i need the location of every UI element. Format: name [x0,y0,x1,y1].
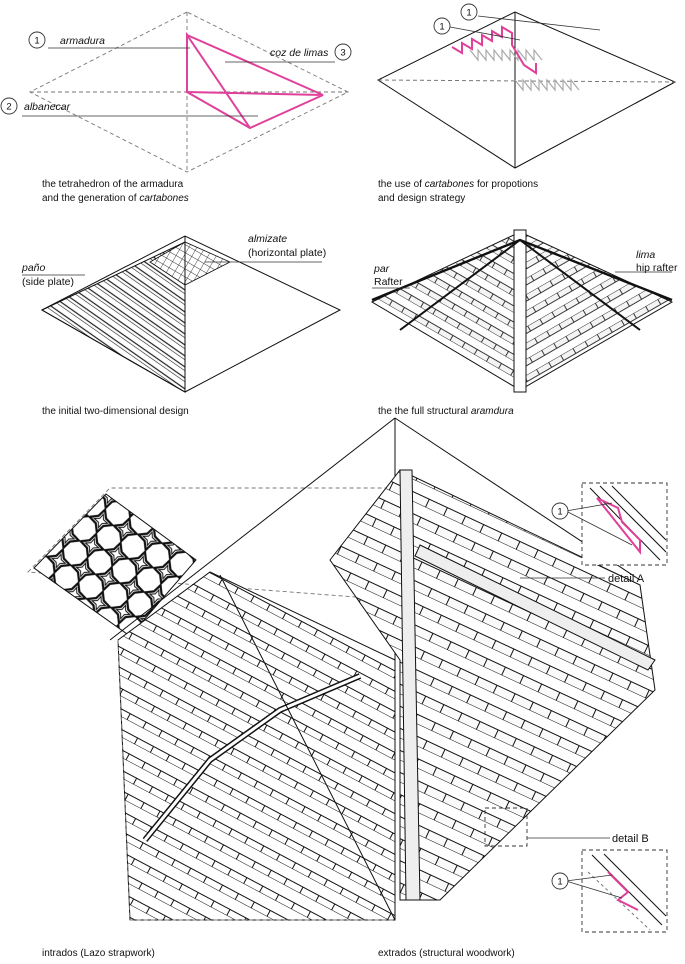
panel-tetrahedron: 1 armadura 3 coz de limas 2 albanecar th… [0,11,352,204]
lazo-side-plate [117,571,396,921]
callout-number: 2 [6,102,11,113]
label-par: par [373,263,390,275]
callout-3: 3 [334,43,352,61]
caption-intrados: intrados (Lazo strapwork) [42,948,155,959]
panel-cartabones: 1 1 the use of cartabones for propotions… [376,3,677,204]
panel-exploded: detail A detail B 1 [27,417,668,959]
leader-lines-p3 [22,261,322,276]
label-pano-sub: (side plate) [22,276,74,288]
callout-1: 1 [28,31,46,49]
lazo-almizate-pattern [33,493,197,637]
leader-lines-p1 [22,47,335,117]
panel-full-structure: par Rafter lima hip rafter the the full … [370,229,678,417]
pyramid-solid [376,11,677,169]
extrados-hip-rafter [399,469,421,901]
label-almizate-sub: (horizontal plate) [248,247,326,259]
callout-number: 1 [34,36,39,47]
label-almizate: almizate [248,233,287,245]
label-armadura: armadura [60,35,105,47]
label-pano: paño [21,262,46,274]
callout-2: 2 [0,97,18,115]
detail-b-marker [484,807,528,847]
callout-number: 3 [340,48,345,59]
callout-number: 1 [557,507,562,518]
caption-p3: the initial two-dimensional design [42,406,189,417]
cartabon-sawtooth-pink [451,25,537,75]
detail-b-inset: 1 [551,849,668,933]
cartabon-sawtooth-grey [469,48,580,92]
detail-a-inset: 1 [551,482,668,566]
leader-lines-p2 [449,15,601,41]
callout-1b: 1 [460,3,478,21]
hip-rafters [371,229,673,393]
caption-p1-line2: and the generation of cartabones [42,193,189,204]
extrados-ridge-beam [414,544,656,671]
caption-p2-line1: the use of cartabones for propotions [378,179,538,190]
lazo-knot-band-inner [143,674,361,841]
callout-number: 1 [557,877,562,888]
label-lima-sub: hip rafter [636,262,678,274]
dashed-intrados-base [117,639,395,921]
tetrahedron-armadura [186,31,324,130]
caption-extrados: extrados (structural woodwork) [378,948,515,959]
caption-p1-line1: the tetrahedron of the armadura [42,179,184,190]
label-detail-a: detail A [608,573,645,585]
label-lima: lima [636,249,655,261]
leader-lines-p4 [372,271,672,289]
leader-lines-p5 [520,577,610,839]
label-albanecar: albanecar [24,101,71,113]
callout-number: 1 [439,22,444,33]
caption-p2-line2: and design strategy [378,193,465,204]
label-coz-de-limas: coz de limas [270,47,329,59]
panel-initial-design: almizate (horizontal plate) paño (side p… [21,233,342,417]
label-par-sub: Rafter [374,276,403,288]
callout-number: 1 [466,8,471,19]
label-detail-b: detail B [612,833,649,845]
pyramid-outline-p3 [40,235,342,393]
callout-1a: 1 [433,17,451,35]
caption-p4: the the full structural aramdura [378,406,514,417]
